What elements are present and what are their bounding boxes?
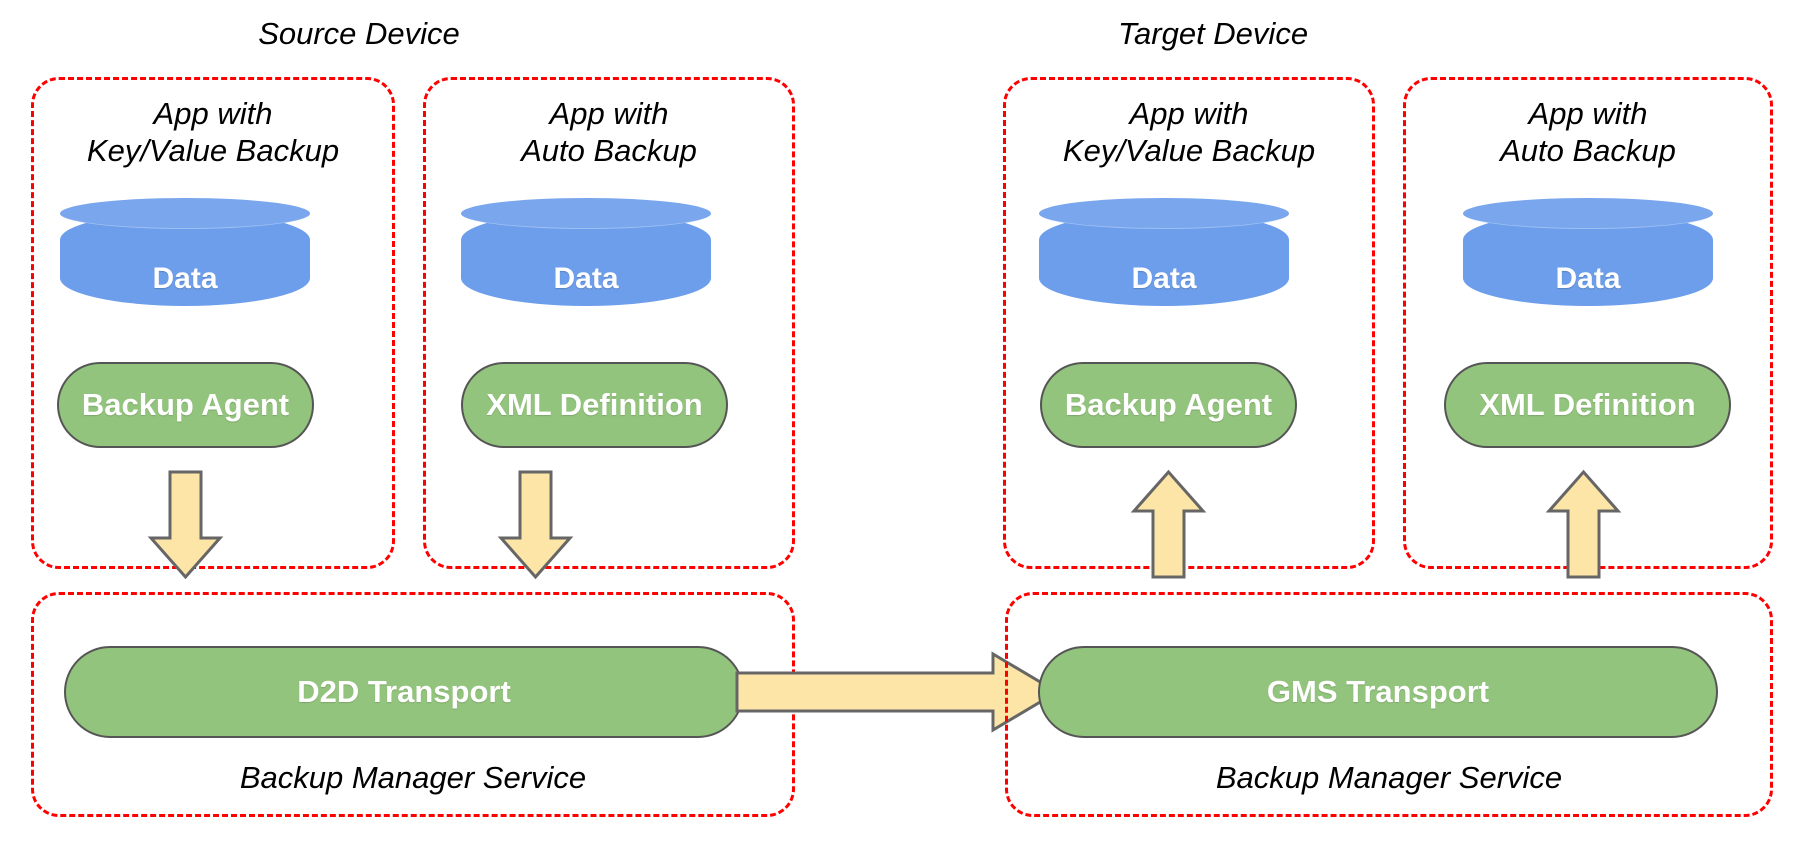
target-keyvalue-up-arrow bbox=[1130, 469, 1207, 579]
target-autobackup-up-arrow bbox=[1545, 469, 1622, 579]
d2d-transport-component[interactable]: D2D Transport bbox=[64, 646, 744, 738]
target-app-keyvalue-container bbox=[1003, 77, 1375, 569]
gms-transport-component[interactable]: GMS Transport bbox=[1038, 646, 1718, 738]
target-backup-manager-service-label: Backup Manager Service bbox=[1215, 760, 1563, 795]
source-app-autobackup-container bbox=[423, 77, 795, 569]
target-app-autobackup-data-label: Data bbox=[1555, 262, 1621, 295]
source-backup-agent-component[interactable]: Backup Agent bbox=[57, 362, 314, 448]
target-app-keyvalue-label: App with Key/Value Backup bbox=[1062, 96, 1316, 168]
target-xml-definition-component[interactable]: XML Definition bbox=[1444, 362, 1731, 448]
d2d-transport-label: D2D Transport bbox=[297, 674, 511, 709]
source-xml-definition-component[interactable]: XML Definition bbox=[461, 362, 728, 448]
target-app-keyvalue-data-label: Data bbox=[1131, 262, 1197, 295]
source-app-keyvalue-data-label: Data bbox=[152, 262, 218, 295]
target-backup-agent-label: Backup Agent bbox=[1064, 387, 1273, 422]
source-app-keyvalue-data-cylinder: Data bbox=[60, 198, 310, 306]
target-backup-manager-service-container bbox=[1005, 592, 1773, 817]
target-app-autobackup-label: App with Auto Backup bbox=[1500, 96, 1676, 168]
target-app-autobackup-data-cylinder: Data bbox=[1463, 198, 1713, 306]
cylinder-top-ellipse bbox=[1039, 198, 1289, 229]
source-device-heading: Source Device bbox=[258, 16, 460, 51]
cylinder-top-ellipse bbox=[1463, 198, 1713, 229]
source-app-autobackup-data-label: Data bbox=[553, 262, 619, 295]
cylinder-top-ellipse bbox=[461, 198, 711, 229]
source-xml-definition-label: XML Definition bbox=[486, 387, 703, 422]
source-app-autobackup-label: App with Auto Backup bbox=[521, 96, 697, 168]
target-backup-agent-component[interactable]: Backup Agent bbox=[1040, 362, 1297, 448]
source-app-keyvalue-label: App with Key/Value Backup bbox=[86, 96, 340, 168]
target-device-heading: Target Device bbox=[1117, 16, 1309, 51]
source-backup-manager-service-label: Backup Manager Service bbox=[239, 760, 587, 795]
device-to-device-transfer-arrow bbox=[735, 651, 1060, 733]
target-xml-definition-label: XML Definition bbox=[1479, 387, 1696, 422]
source-backup-agent-label: Backup Agent bbox=[81, 387, 290, 422]
source-autobackup-down-arrow bbox=[497, 470, 574, 580]
gms-transport-label: GMS Transport bbox=[1266, 674, 1490, 709]
source-app-autobackup-data-cylinder: Data bbox=[461, 198, 711, 306]
source-app-keyvalue-container bbox=[31, 77, 395, 569]
target-app-keyvalue-data-cylinder: Data bbox=[1039, 198, 1289, 306]
cylinder-top-ellipse bbox=[60, 198, 310, 229]
source-keyvalue-down-arrow bbox=[147, 470, 224, 580]
